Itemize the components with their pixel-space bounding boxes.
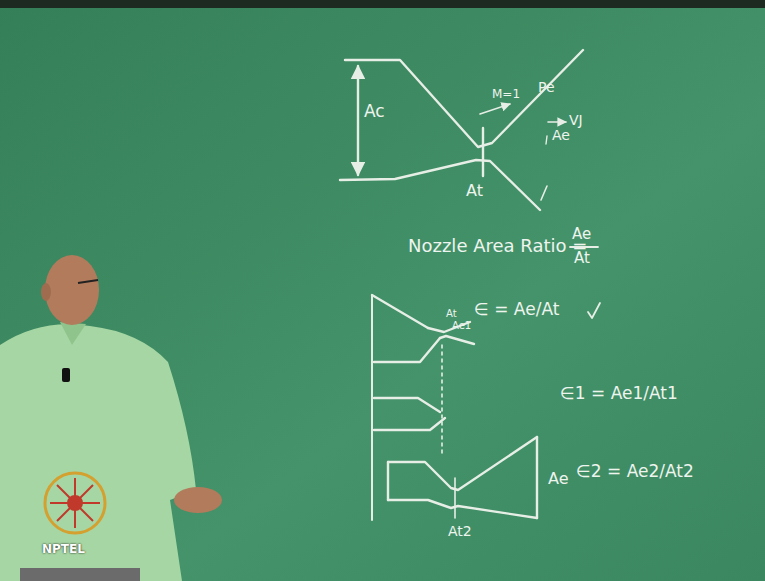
chalk-label: Ae1 [452, 320, 471, 331]
exit-line [536, 437, 538, 518]
check-mark [588, 303, 600, 318]
trousers [20, 568, 140, 581]
chalk-label: At [466, 182, 483, 200]
nozzle-wall [340, 160, 540, 210]
ear [41, 283, 51, 301]
chalk-label: ∈2 = Ae2/At2 [576, 462, 694, 481]
shirt [0, 324, 196, 581]
hand [174, 487, 222, 513]
dashed-line [441, 345, 443, 455]
stage-wall [374, 398, 440, 412]
chalk-label: Ae [548, 470, 569, 488]
nozzle-wall [388, 500, 537, 518]
chalk-label: Ac [364, 102, 385, 121]
dimension-arrow [357, 66, 359, 175]
chalk-label: At [446, 308, 457, 319]
logo-spokes [50, 478, 100, 528]
chalk-label: ∈1 = Ae1/At1 [560, 384, 678, 403]
flow-arrow [548, 121, 566, 123]
chalk-label: At2 [448, 524, 472, 539]
stage-wall [374, 418, 445, 430]
glasses [78, 280, 98, 283]
chalk-label: Ae [552, 128, 570, 143]
nozzle-wall [345, 50, 583, 147]
throat-line [454, 478, 456, 518]
chalk-label: ∈ = Ae/At [474, 300, 559, 319]
flow-arrow [480, 104, 510, 114]
board-frame [0, 0, 765, 8]
chamber-wall [387, 462, 389, 500]
throat-line [482, 128, 484, 176]
collar [60, 322, 86, 345]
logo-ring [45, 473, 105, 533]
lecturer [0, 255, 222, 581]
chalk-label: VJ [569, 113, 583, 128]
nozzle-wall [388, 437, 537, 490]
small-nozzle [440, 336, 474, 344]
chalk-label: Ae [572, 226, 591, 243]
chalk-label: Pe [538, 80, 555, 95]
chalk-label: Nozzle Area Ratio = [408, 236, 587, 256]
stage-wall [374, 338, 440, 362]
chalk-tick [546, 136, 547, 144]
head [45, 255, 99, 325]
chalk-lines [340, 50, 600, 520]
microphone [62, 368, 70, 382]
chalk-label: At [574, 250, 590, 267]
outline [371, 295, 373, 520]
nptel-logo [45, 473, 105, 533]
chalk-tick [541, 186, 547, 200]
logo-text: NPTEL [42, 543, 85, 556]
outline [372, 295, 428, 328]
chalk-label: M=1 [492, 88, 520, 101]
